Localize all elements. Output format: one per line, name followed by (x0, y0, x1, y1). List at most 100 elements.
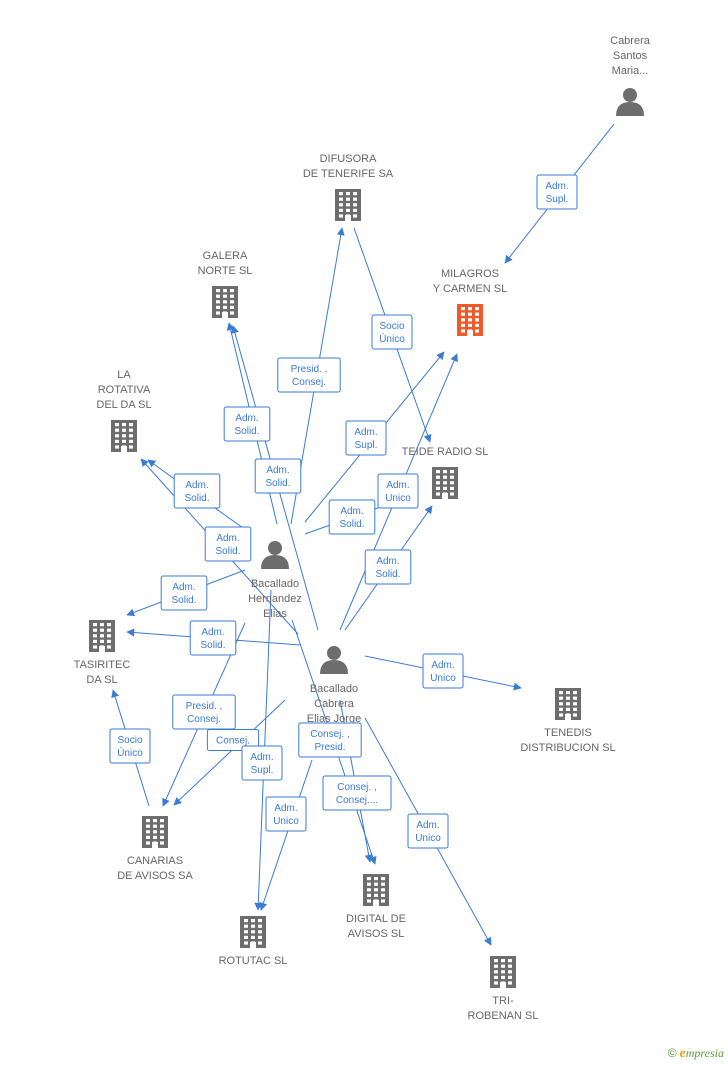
edge-label-frame (172, 694, 236, 730)
edge-label-text: Adm. (235, 413, 258, 424)
edge-label-frame (223, 406, 271, 442)
node-label: Maria... (612, 65, 649, 77)
edge-label-box[interactable]: Adm.Solid. (160, 575, 208, 611)
edge-label-box[interactable]: Adm.Unico (407, 813, 449, 849)
edge-label-text: Adm. (376, 556, 399, 567)
edge-label-text: Adm. (431, 660, 454, 671)
node-rotutac[interactable]: ROTUTAC SL (219, 916, 288, 967)
edge-label-text: Consej.... (336, 795, 378, 806)
node-label: Santos (613, 50, 648, 62)
node-label: MILAGROS (441, 268, 499, 280)
person-icon (320, 646, 348, 674)
building-icon (490, 956, 516, 988)
node-teide[interactable]: TEIDE RADIO SL (402, 446, 489, 499)
edge-label-text: Consej. (187, 714, 221, 725)
edge-label-box[interactable]: Adm.Supl. (345, 420, 387, 456)
person-icon (261, 541, 289, 569)
node-label: ROTATIVA (98, 384, 151, 396)
edge-label-frame (364, 549, 412, 585)
edge-label-frame (322, 775, 392, 811)
edge-labels-layer: Adm.Supl.Presid. ,Consej.SocioÚnicoAdm.S… (109, 174, 578, 849)
edge-label-box[interactable]: Adm.Solid. (328, 499, 376, 535)
copyright-symbol: © (667, 1046, 677, 1060)
person-icon (616, 88, 644, 116)
edge-label-text: Solid. (234, 426, 259, 437)
edge-label-box[interactable]: Adm.Supl. (241, 745, 283, 781)
edge-label-box[interactable]: Adm.Unico (265, 796, 307, 832)
edge-label-text: Adm. (172, 582, 195, 593)
building-icon (212, 286, 238, 318)
edge-label-text: Presid. (314, 742, 345, 753)
edge-label-text: Único (379, 332, 405, 345)
brand-watermark: © empresia (668, 1046, 724, 1062)
edge-label-box[interactable]: Presid. ,Consej. (277, 357, 341, 393)
edge-label-frame (160, 575, 208, 611)
edge-label-box[interactable]: Consej. (206, 729, 260, 751)
edge-label-text: Supl. (355, 440, 378, 451)
edge-label-text: Adm. (266, 465, 289, 476)
edge-label-box[interactable]: Adm.Solid. (189, 620, 237, 656)
edge-label-box[interactable]: Presid. ,Consej. (172, 694, 236, 730)
node-cabrera_santos[interactable]: CabreraSantosMaria... (610, 35, 651, 116)
node-label: ROBENAN SL (468, 1010, 539, 1022)
edge-label-text: Unico (385, 493, 411, 504)
edge-label-frame (328, 499, 376, 535)
node-rotativa[interactable]: LA ROTATIVA DEL DA SL (96, 369, 152, 452)
edge-label-text: Consej. (292, 377, 326, 388)
node-label: DA SL (86, 674, 117, 686)
edge-label-box[interactable]: Adm.Solid. (204, 526, 252, 562)
building-icon (432, 467, 458, 499)
edge-label-frame (265, 796, 307, 832)
edge-label-text: Supl. (546, 194, 569, 205)
edge-label-box[interactable]: Consej. ,Consej.... (322, 775, 392, 811)
node-difusora[interactable]: DIFUSORA DE TENERIFE SA (303, 153, 394, 221)
edge-label-frame (204, 526, 252, 562)
node-digital[interactable]: DIGITAL DE AVISOS SL (346, 874, 406, 940)
node-label: DEL DA SL (96, 399, 151, 411)
edge-label-frame (254, 458, 302, 494)
node-label: Hernandez (248, 593, 302, 605)
node-label: DE TENERIFE SA (303, 168, 394, 180)
edge-label-text: Unico (430, 673, 456, 684)
node-label: DIFUSORA (320, 153, 378, 165)
edge-label-text: Solid. (265, 478, 290, 489)
building-icon (363, 874, 389, 906)
edge-label-text: Solid. (375, 569, 400, 580)
brand-name: mpresia (685, 1046, 724, 1060)
edge-label-box[interactable]: Consej. ,Presid. (298, 722, 362, 758)
edge-label-frame (206, 729, 260, 751)
edge-label-text: Adm. (545, 181, 568, 192)
edge-label-box[interactable]: Adm.Solid. (173, 473, 221, 509)
edge-label-text: Socio (379, 321, 404, 332)
edge-label-box[interactable]: Adm. Unico (422, 653, 464, 689)
building-icon (111, 420, 137, 452)
node-tri[interactable]: TRI- ROBENAN SL (468, 956, 539, 1022)
node-label: TRI- (492, 995, 514, 1007)
edge-bacallado_cabrera-to-canarias (173, 699, 286, 806)
edge-label-box[interactable]: Adm.Unico (377, 473, 419, 509)
edge-label-box[interactable]: Adm. Solid. (254, 458, 302, 494)
edge-label-text: Solid. (339, 519, 364, 530)
building-icon (457, 304, 483, 336)
node-label: DIGITAL DE (346, 913, 406, 925)
node-label: AVISOS SL (348, 928, 405, 940)
edge-label-frame (377, 473, 419, 509)
edge-label-frame (241, 745, 283, 781)
node-label: LA (117, 369, 131, 381)
edge-label-box[interactable]: Adm. Solid. (364, 549, 412, 585)
edge-label-text: Solid. (215, 546, 240, 557)
node-label: Cabrera (314, 698, 355, 710)
node-label: NORTE SL (198, 265, 253, 277)
edge-label-box[interactable]: Adm. Supl. (536, 174, 578, 210)
edge-label-box[interactable]: Adm. Solid. (223, 406, 271, 442)
